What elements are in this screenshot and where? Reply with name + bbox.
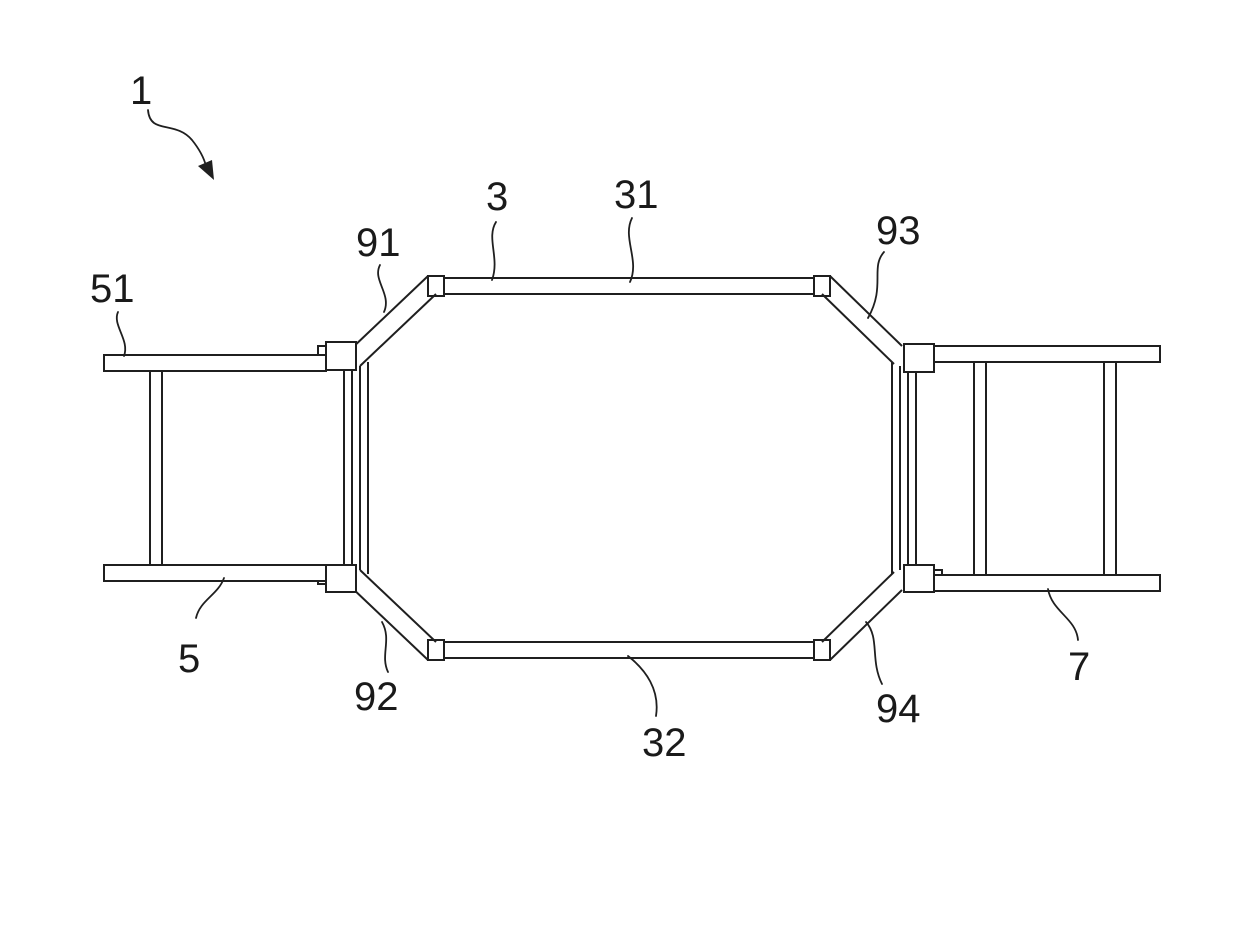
right-module-crossbar-outer [1103, 361, 1117, 576]
leader-7 [1047, 588, 1079, 641]
top-rail-left-cap [427, 275, 445, 297]
leader-32 [627, 655, 658, 717]
top-rail [443, 277, 815, 295]
leader-5 [195, 577, 225, 619]
frame-left-posts [343, 362, 369, 574]
right-module-crossbar-inner [973, 361, 987, 576]
leader-92 [381, 621, 389, 673]
diagonal-brace-top-left [349, 275, 437, 367]
bottom-rail [443, 641, 815, 659]
label-bottom-rail: 32 [642, 721, 687, 765]
label-joint-bottom-left: 92 [354, 675, 399, 719]
leader-51 [115, 311, 127, 357]
central-frame [317, 275, 943, 661]
left-module [103, 354, 327, 582]
leader-lines [115, 217, 1079, 717]
top-rail-right-cap [813, 275, 831, 297]
label-top-rail: 31 [614, 173, 659, 217]
leader-94 [865, 621, 883, 685]
diagonal-brace-bottom-right [821, 571, 903, 661]
diagonal-brace-top-right [821, 275, 903, 365]
bottom-rail-right-cap [813, 639, 831, 661]
leader-3 [491, 221, 497, 281]
leader-31 [627, 217, 635, 283]
label-left-top-rail: 51 [90, 267, 135, 311]
right-module-top-rail [933, 345, 1161, 363]
leader-93 [867, 251, 885, 319]
label-joint-top-right: 93 [876, 209, 921, 253]
label-frame: 3 [486, 175, 508, 219]
label-joint-bottom-right: 94 [876, 687, 921, 731]
diagonal-brace-bottom-left [349, 569, 437, 661]
label-joint-top-left: 91 [356, 221, 401, 265]
right-module [933, 345, 1161, 592]
corner-connector-bottom-left [317, 564, 357, 593]
left-module-crossbar [149, 370, 163, 566]
label-right-module: 7 [1068, 645, 1090, 689]
label-assembly: 1 [130, 69, 152, 113]
right-module-bottom-rail [933, 574, 1161, 592]
bottom-rail-left-cap [427, 639, 445, 661]
left-module-bottom-rail [103, 564, 327, 582]
frame-right-posts [891, 362, 917, 574]
assembly-arrow [147, 109, 214, 180]
reference-labels: 1 51 3 31 91 93 5 92 32 94 7 [90, 69, 1090, 765]
left-module-top-rail [103, 354, 327, 372]
label-left-module: 5 [178, 637, 200, 681]
leader-91 [377, 264, 387, 313]
